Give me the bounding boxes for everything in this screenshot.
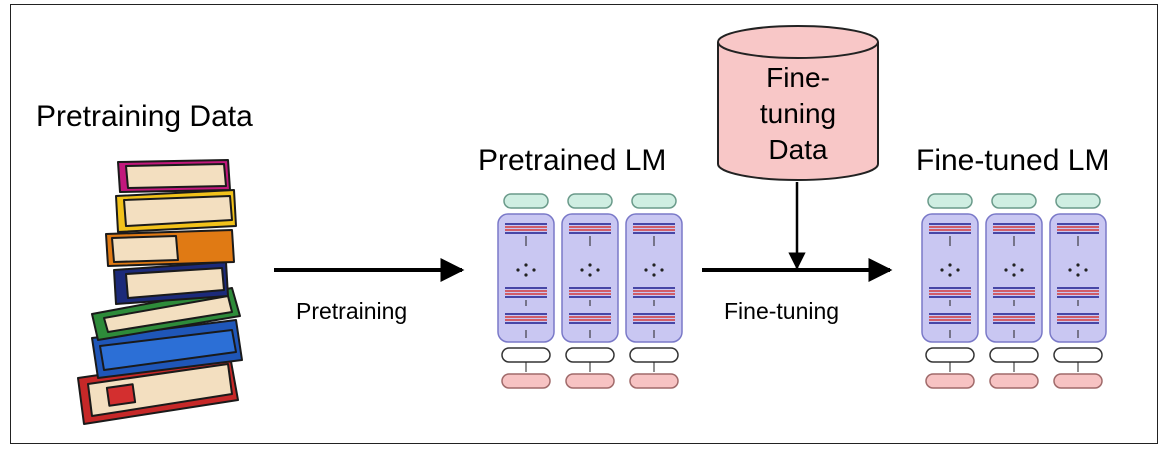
pretrained-lm-label: Pretrained LM [478, 144, 667, 177]
ellipsis-dot [956, 268, 960, 272]
ellipsis-dot [644, 268, 648, 272]
input-token [501, 373, 551, 389]
embedding-token [565, 347, 615, 363]
transformer-column [985, 213, 1043, 343]
ellipsis-dot [588, 273, 592, 277]
output-token [503, 193, 549, 209]
ellipsis-dot [948, 263, 952, 267]
output-token [927, 193, 973, 209]
ellipsis-dot [948, 273, 952, 277]
embedding-token [1053, 347, 1103, 363]
transformer-column [497, 213, 555, 343]
output-token [567, 193, 613, 209]
ellipsis-dot [1076, 273, 1080, 277]
stack-of-books-icon [77, 159, 243, 425]
ellipsis-dot [1084, 268, 1088, 272]
embedding-token [989, 347, 1039, 363]
ellipsis-dot [588, 263, 592, 267]
pretrained-lm-icon [497, 193, 683, 389]
ellipsis-dot [524, 263, 528, 267]
embedding-token [925, 347, 975, 363]
input-token [1053, 373, 1103, 389]
database-cylinder-icon [717, 25, 879, 181]
input-token [925, 373, 975, 389]
pretraining-data-label: Pretraining Data [36, 100, 253, 133]
ellipsis-dot [940, 268, 944, 272]
ellipsis-dot [580, 268, 584, 272]
ellipsis-dot [1068, 268, 1072, 272]
ellipsis-dot [596, 268, 600, 272]
transformer-column [1049, 213, 1107, 343]
output-token [631, 193, 677, 209]
ellipsis-dot [1012, 263, 1016, 267]
fine-tuning-step-label: Fine-tuning [724, 298, 840, 324]
embedding-token [629, 347, 679, 363]
transformer-column [561, 213, 619, 343]
ellipsis-dot [516, 268, 520, 272]
fine-tuning-data-line-1: Fine- [766, 62, 830, 93]
ellipsis-dot [660, 268, 664, 272]
ellipsis-dot [1012, 273, 1016, 277]
transformer-column [921, 213, 979, 343]
fine-tuned-lm-label: Fine-tuned LM [916, 144, 1110, 177]
pretraining-step-label: Pretraining [296, 298, 408, 324]
output-token [991, 193, 1037, 209]
ellipsis-dot [652, 263, 656, 267]
ellipsis-dot [524, 273, 528, 277]
fine-tuning-data-line-2: tuning [759, 98, 837, 129]
ellipsis-dot [1020, 268, 1024, 272]
ellipsis-dot [652, 273, 656, 277]
diagram-frame [10, 4, 1158, 444]
output-token [1055, 193, 1101, 209]
embedding-token [501, 347, 551, 363]
input-token [989, 373, 1039, 389]
input-token [565, 373, 615, 389]
fine-tuning-data-line-3: Data [768, 134, 828, 165]
fine-tuning-data-label: Fine- tuning Data [718, 60, 878, 168]
input-token [629, 373, 679, 389]
ellipsis-dot [1004, 268, 1008, 272]
transformer-column [625, 213, 683, 343]
ellipsis-dot [532, 268, 536, 272]
ellipsis-dot [1076, 263, 1080, 267]
fine-tuned-lm-icon [921, 193, 1107, 389]
